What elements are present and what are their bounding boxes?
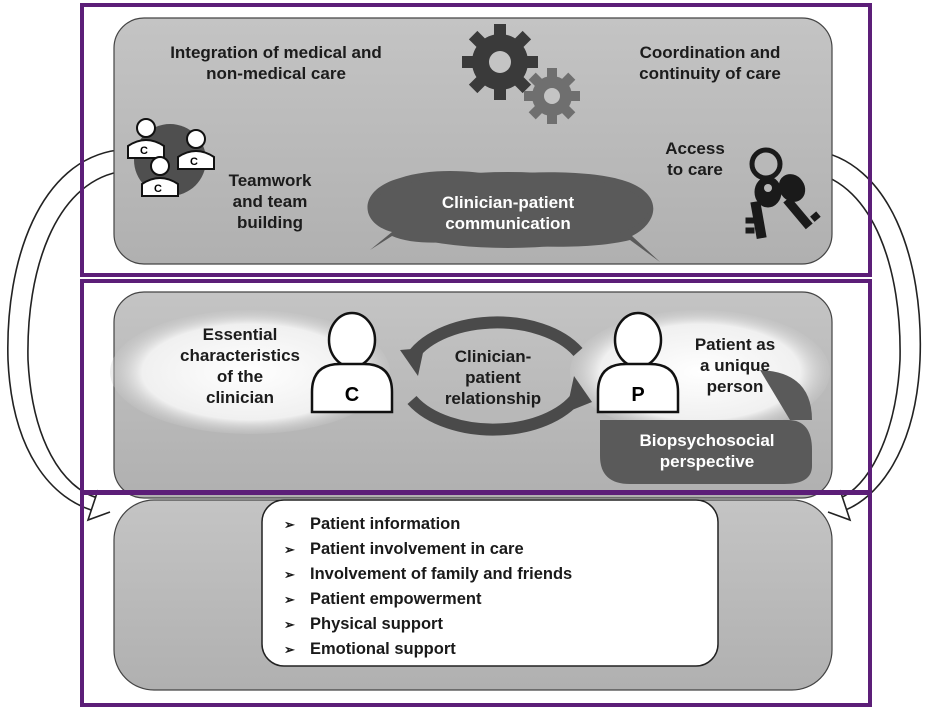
access-line-2: to care <box>667 160 723 179</box>
access-line-1: Access <box>665 139 725 158</box>
support-list-box <box>261 499 719 667</box>
keys-icon <box>745 147 821 240</box>
clinician-traits-label: Essential characteristics of the clinici… <box>160 324 320 408</box>
clinician-traits-line-2: characteristics <box>179 346 301 365</box>
list-item-label: Patient information <box>310 515 461 533</box>
biopsychosocial-line-2: perspective <box>659 452 755 471</box>
communication-label: Clinician-patient communication <box>408 192 608 234</box>
list-item-label: Patient involvement in care <box>310 540 524 558</box>
patient-unique-line-1: Patient as <box>694 335 776 354</box>
biopsychosocial-line-1: Biopsychosocial <box>639 431 775 450</box>
clinician-badge: C <box>344 384 360 406</box>
relationship-line-3: relationship <box>444 389 542 408</box>
list-item: ➢ Emotional support <box>284 637 572 662</box>
bullet-arrow-icon: ➢ <box>284 567 295 582</box>
left-loop-arrow <box>7 149 119 522</box>
integration-label: Integration of medical and non-medical c… <box>150 42 402 84</box>
bullet-arrow-icon: ➢ <box>284 592 295 607</box>
team-badge-3: C <box>154 183 162 195</box>
right-loop-arrow <box>811 149 922 522</box>
list-item: ➢ Patient involvement in care <box>284 537 572 562</box>
list-item-label: Involvement of family and friends <box>310 565 573 583</box>
patient-unique-line-2: a unique <box>700 356 770 375</box>
speech-bubble-icon <box>367 171 660 262</box>
clinician-traits-line-3: of the <box>216 367 264 386</box>
access-label: Access to care <box>650 138 740 180</box>
clinician-person-icon <box>310 311 394 414</box>
team-badge-2: C <box>190 156 198 168</box>
bullet-arrow-icon: ➢ <box>284 542 295 557</box>
list-item-label: Patient empowerment <box>310 590 482 608</box>
clinician-traits-line-1: Essential <box>202 325 278 344</box>
relationship-line-1: Clinician- <box>454 347 532 366</box>
patient-badge: P <box>631 384 645 406</box>
list-item: ➢ Physical support <box>284 612 572 637</box>
relationship-cycle-arrows <box>400 316 592 436</box>
list-item: ➢ Involvement of family and friends <box>284 562 572 587</box>
relationship-line-2: patient <box>465 368 521 387</box>
patient-unique-line-3: person <box>706 377 764 396</box>
patient-unique-label: Patient as a unique person <box>676 334 794 397</box>
top-panel <box>113 17 833 265</box>
integration-line-2: non-medical care <box>206 64 346 83</box>
coordination-line-2: continuity of care <box>639 64 781 83</box>
patient-person-icon <box>596 311 680 414</box>
bullet-arrow-icon: ➢ <box>284 617 295 632</box>
list-item-label: Physical support <box>310 615 443 633</box>
teamwork-line-1: Teamwork <box>228 171 312 190</box>
bullet-arrow-icon: ➢ <box>284 517 295 532</box>
team-people-icon <box>127 118 215 197</box>
communication-line-1: Clinician-patient <box>441 193 575 212</box>
gears-icon <box>462 24 580 124</box>
integration-line-1: Integration of medical and <box>170 43 382 62</box>
teamwork-line-3: building <box>236 213 304 232</box>
teamwork-line-2: and team <box>232 192 308 211</box>
relationship-label: Clinician- patient relationship <box>420 346 566 409</box>
list-item: ➢ Patient empowerment <box>284 587 572 612</box>
support-list: ➢ Patient information ➢ Patient involvemen… <box>284 512 572 662</box>
bullet-arrow-icon: ➢ <box>284 642 295 657</box>
list-item: ➢ Patient information <box>284 512 572 537</box>
biopsychosocial-shape <box>600 420 812 484</box>
teamwork-label: Teamwork and team building <box>206 170 334 233</box>
biopsychosocial-label: Biopsychosocial perspective <box>604 430 810 472</box>
team-badge-1: C <box>140 145 148 157</box>
coordination-line-1: Coordination and <box>639 43 781 62</box>
list-item-label: Emotional support <box>310 640 456 658</box>
coordination-label: Coordination and continuity of care <box>606 42 814 84</box>
clinician-traits-line-4: clinician <box>205 388 275 407</box>
communication-line-2: communication <box>445 214 571 233</box>
section-frames <box>80 3 872 707</box>
